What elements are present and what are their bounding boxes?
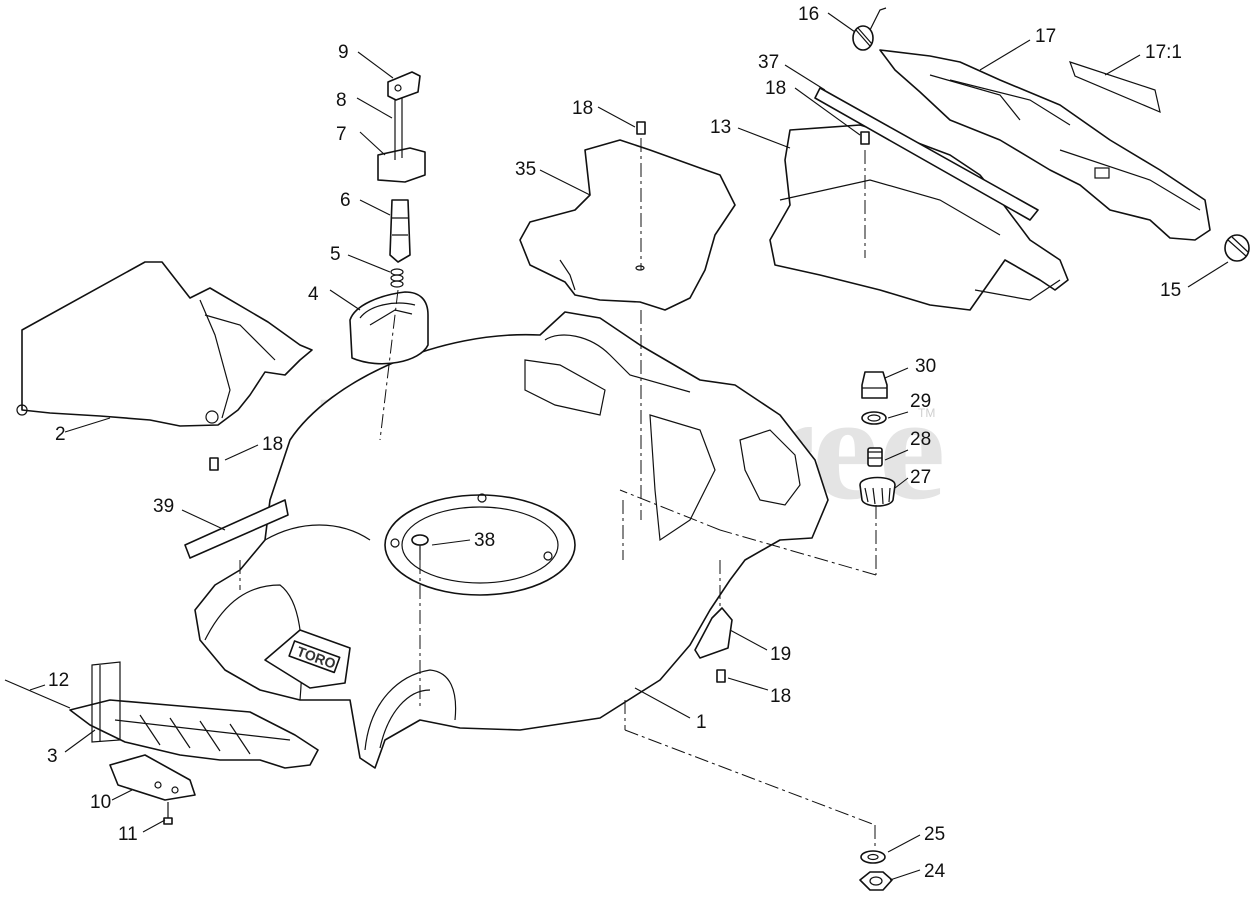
- part-screw-11: [163, 802, 173, 825]
- part-insert-28: [867, 447, 883, 467]
- callout-39: 39: [153, 496, 174, 517]
- callout-25: 25: [924, 824, 945, 845]
- watermark-trademark: TM: [918, 406, 935, 420]
- part-spring-16: [852, 7, 887, 51]
- part-bolt-18-top: [636, 121, 646, 270]
- part-bolt-18-rear: [209, 457, 219, 471]
- part-baffle: [519, 139, 736, 311]
- part-bracket-19: [694, 607, 733, 659]
- callout-37: 37: [758, 52, 779, 73]
- part-strip-39: [184, 499, 289, 559]
- leader-lines: [29, 12, 1229, 881]
- part-spring: [390, 268, 404, 288]
- callout-28: 28: [910, 429, 931, 450]
- callout-30: 30: [915, 356, 936, 377]
- part-cap-27: [859, 476, 896, 507]
- part-washer-29: [861, 411, 887, 425]
- callout-11: 11: [118, 824, 138, 845]
- callout-8: 8: [336, 90, 347, 111]
- part-bolt-38: [411, 534, 429, 560]
- callout-18-shield: 18: [765, 78, 786, 99]
- callout-16: 16: [798, 4, 819, 25]
- callout-19: 19: [770, 644, 791, 665]
- part-height-adjuster: [389, 199, 411, 263]
- callout-labels: 2 3 4 5 6 7 8 9 10 11 12 13 15 16 17 17:…: [47, 4, 1182, 882]
- part-rear-shield: [16, 261, 313, 427]
- callout-7: 7: [336, 124, 347, 145]
- callout-38: 38: [474, 530, 495, 551]
- part-side-shield: [769, 124, 1069, 311]
- callout-10: 10: [90, 792, 111, 813]
- part-rods: [394, 98, 403, 160]
- callout-1: 1: [696, 712, 707, 733]
- part-side-chute: [879, 49, 1211, 241]
- part-bolt-18-bracket: [716, 669, 726, 683]
- part-spring-15: [1224, 234, 1250, 262]
- callout-15: 15: [1160, 280, 1181, 301]
- callout-2: 2: [55, 424, 66, 445]
- part-deck-plug: [349, 291, 429, 365]
- callout-35: 35: [515, 159, 536, 180]
- part-handle-bracket: [69, 661, 319, 769]
- alignment-lines: [239, 289, 877, 850]
- callout-24: 24: [924, 861, 946, 882]
- callout-29: 29: [910, 391, 931, 412]
- callout-18-top: 18: [572, 98, 593, 119]
- callout-4: 4: [308, 284, 319, 305]
- callout-12: 12: [48, 670, 69, 691]
- callout-3: 3: [47, 746, 58, 767]
- callout-27: 27: [910, 467, 931, 488]
- part-rod-12: [4, 679, 71, 709]
- part-rod-37: [814, 87, 1039, 221]
- part-nut-24: [859, 871, 893, 891]
- part-fitting-30: [861, 371, 888, 399]
- part-adjuster-housing: [377, 147, 426, 183]
- callout-18-bracket: 18: [770, 686, 791, 707]
- callout-13: 13: [710, 117, 731, 138]
- callout-18-rear: 18: [262, 434, 283, 455]
- callout-9: 9: [338, 42, 349, 63]
- callout-5: 5: [330, 244, 341, 265]
- part-flap-17-1: [1069, 61, 1161, 114]
- part-deck-housing: TORO: [194, 311, 829, 769]
- part-washer-25: [860, 850, 886, 864]
- part-bolt-18-shield: [860, 131, 870, 145]
- callout-17: 17: [1035, 26, 1056, 47]
- callout-6: 6: [340, 190, 351, 211]
- part-hinge-plate: [109, 754, 196, 801]
- part-knob: [387, 71, 421, 101]
- callout-17-1: 17:1: [1145, 42, 1182, 63]
